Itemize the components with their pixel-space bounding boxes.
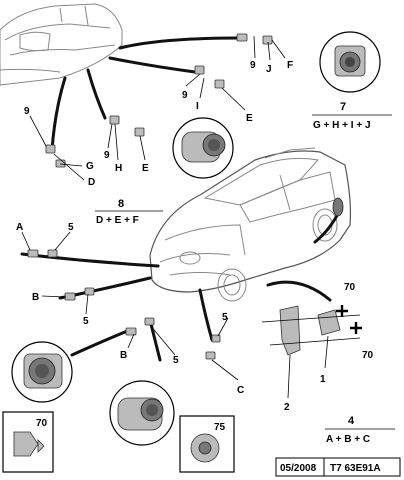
detail-circle-bottom-sensor	[109, 380, 175, 446]
front-car-view	[149, 147, 352, 302]
callout-4-sum: A + B + C	[326, 434, 370, 445]
callout-H: H	[115, 163, 122, 174]
callout-B-left: B	[32, 292, 39, 303]
callout-7: 7	[340, 101, 346, 113]
callout-labels: 9 J F 9 I E 7 G + H + I + J 9 G D 9 H E …	[16, 60, 395, 445]
callout-8: 8	[118, 198, 124, 210]
callout-5-B: 5	[83, 316, 89, 327]
callout-70-bottom: 70	[362, 350, 374, 361]
callout-1: 1	[320, 374, 326, 385]
box-70-label: 70	[36, 418, 48, 429]
rear-car-view	[0, 3, 123, 86]
callout-I: I	[196, 101, 199, 112]
callout-70-top: 70	[344, 282, 356, 293]
detail-circle-top-right	[319, 31, 381, 93]
clip-box	[179, 415, 235, 473]
callout-E-top: E	[246, 113, 253, 124]
callout-9-left: 9	[24, 106, 30, 117]
leader-lines	[21, 35, 286, 381]
detail-circle-left-sensor	[11, 341, 73, 403]
small-connectors	[27, 33, 344, 360]
callout-D-top: D	[88, 177, 95, 188]
callout-5-mid: 5	[222, 312, 228, 323]
callout-9-mid: 9	[182, 90, 188, 101]
bracket-assembly	[261, 305, 362, 399]
footer: 05/2008 T7 63E91A	[275, 457, 401, 477]
footer-date: 05/2008	[280, 463, 317, 474]
box-75-label: 75	[214, 422, 226, 433]
callout-9-top: 9	[250, 60, 256, 71]
callout-2: 2	[284, 402, 290, 413]
callout-9-center: 9	[104, 150, 110, 161]
callout-J: J	[266, 64, 272, 75]
callout-5-A: 5	[68, 222, 74, 233]
callout-5-bottom: 5	[173, 355, 179, 366]
callout-7-sum: G + H + I + J	[313, 120, 371, 131]
footer-reference: T7 63E91A	[330, 463, 381, 474]
callout-B-bottom: B	[120, 350, 127, 361]
callout-8-sum: D + E + F	[96, 215, 139, 226]
callout-F: F	[287, 60, 293, 71]
callout-A: A	[16, 222, 23, 233]
detail-circle-right-sensor	[172, 117, 234, 179]
screw-box	[2, 411, 54, 473]
callout-C: C	[237, 385, 244, 396]
callout-E-center: E	[142, 163, 149, 174]
callout-4: 4	[348, 415, 355, 427]
callout-G: G	[86, 161, 94, 172]
